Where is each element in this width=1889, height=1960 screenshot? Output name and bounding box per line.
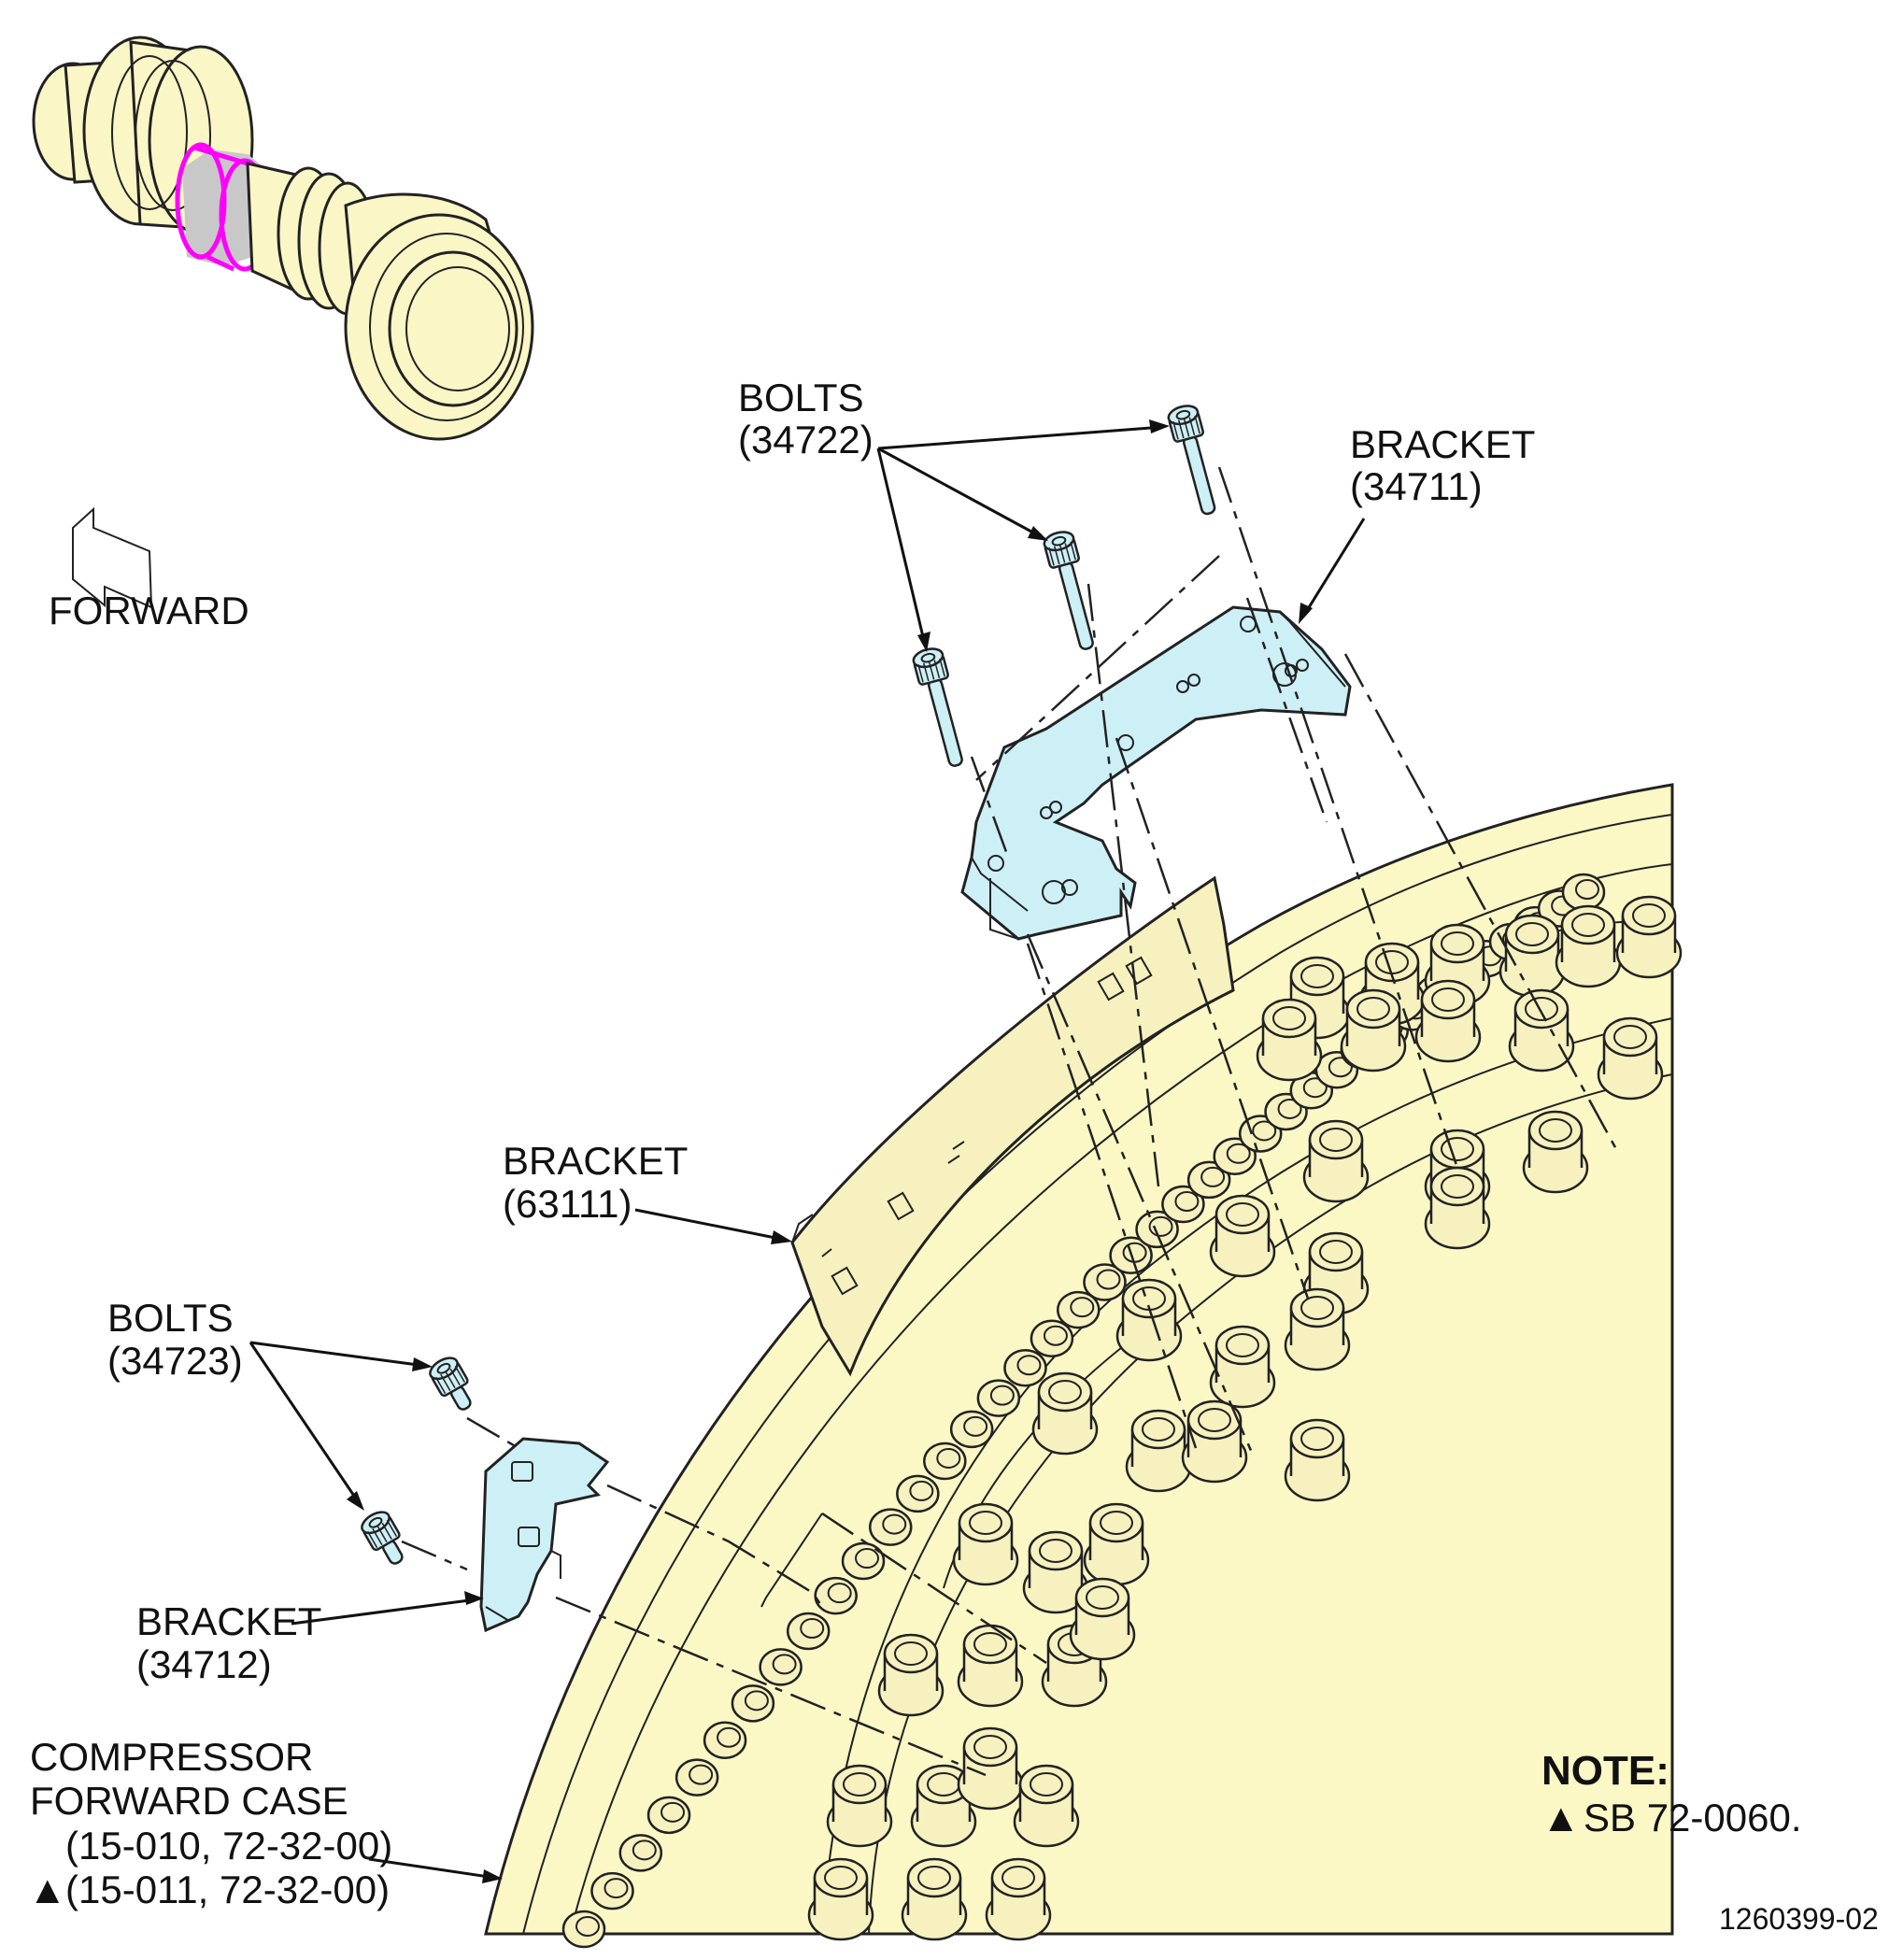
note-title: NOTE: bbox=[1541, 1748, 1669, 1794]
bolt bbox=[1167, 405, 1216, 516]
flange-bolt-head bbox=[896, 1474, 940, 1513]
callout-ref: (34712) bbox=[136, 1642, 272, 1686]
note-block: NOTE: ▲ SB 72-0060. bbox=[1541, 1748, 1802, 1839]
case-boss bbox=[957, 1726, 1024, 1811]
callout-ref: (34723) bbox=[107, 1339, 243, 1383]
flange-bolt-head bbox=[561, 1910, 606, 1949]
flange-bolt-head bbox=[976, 1379, 1021, 1417]
case-boss bbox=[952, 1502, 1019, 1586]
sb-marker-icon: ▲ bbox=[28, 1868, 67, 1911]
flange-bolt-head bbox=[759, 1648, 802, 1686]
flange-bolt-head bbox=[646, 1796, 691, 1835]
case-boss bbox=[957, 1624, 1024, 1708]
case-boss bbox=[1284, 1418, 1351, 1502]
callout-ref-line2: (15-011, 72-32-00) bbox=[65, 1868, 390, 1911]
case-boss bbox=[877, 1633, 944, 1717]
flange-bolt-head bbox=[786, 1612, 831, 1651]
case-boss bbox=[1181, 1399, 1248, 1484]
callout-ref-line1: (15-010, 72-32-00) bbox=[65, 1824, 392, 1868]
case-boss bbox=[1424, 1166, 1491, 1250]
flange-bolt-head bbox=[949, 1410, 994, 1449]
case-boss bbox=[910, 1764, 977, 1848]
callout-ref: (63111) bbox=[503, 1182, 632, 1226]
callout-bracket-63111: BRACKET (63111) bbox=[503, 1139, 688, 1226]
case-boss bbox=[985, 1857, 1052, 1941]
bolt bbox=[1043, 531, 1094, 650]
flange-bolt-head bbox=[1003, 1348, 1047, 1387]
flange-bolt-head bbox=[1057, 1290, 1101, 1329]
case-boss bbox=[1414, 979, 1482, 1063]
case-boss bbox=[1031, 1371, 1099, 1456]
callout-compressor-forward-case: COMPRESSOR FORWARD CASE (15-010, 72-32-0… bbox=[28, 1735, 392, 1911]
flange-bolt-head bbox=[923, 1442, 967, 1481]
case-boss bbox=[1302, 1119, 1370, 1203]
case-bosses bbox=[807, 895, 1683, 1941]
bolt bbox=[429, 1356, 472, 1411]
flange-bolt-head bbox=[1186, 1160, 1231, 1200]
forward-label: FORWARD bbox=[49, 589, 249, 632]
explosion-lines bbox=[401, 466, 1618, 1777]
bracket-63111 bbox=[790, 875, 1235, 1377]
flange-bolt-head bbox=[814, 1576, 858, 1615]
case-boss bbox=[826, 1764, 893, 1848]
case-boss bbox=[1615, 895, 1683, 979]
callout-name: BOLTS bbox=[738, 376, 864, 419]
case-boss bbox=[901, 1857, 968, 1941]
callout-name: BOLTS bbox=[107, 1296, 234, 1340]
case-boss bbox=[1284, 1287, 1351, 1371]
flange-bolt-head bbox=[590, 1871, 634, 1910]
case-boss bbox=[1013, 1764, 1080, 1848]
callout-name: BRACKET bbox=[136, 1599, 321, 1643]
case-boss bbox=[1508, 988, 1575, 1072]
flange-bolt-head bbox=[703, 1721, 747, 1759]
callout-bolts-34722: BOLTS (34722) bbox=[738, 376, 873, 462]
callout-name-line1: COMPRESSOR bbox=[30, 1735, 313, 1779]
case-boss bbox=[807, 1857, 874, 1941]
case-boss bbox=[1125, 1409, 1192, 1493]
flange-bolt-head bbox=[1561, 873, 1606, 912]
figure-id: 1260399-02 bbox=[1719, 1902, 1879, 1936]
case-boss bbox=[1256, 998, 1323, 1082]
flange-bolt-head bbox=[868, 1508, 913, 1546]
callout-ref: (34722) bbox=[738, 418, 873, 462]
case-boss bbox=[1597, 1016, 1664, 1101]
bolt bbox=[912, 647, 963, 767]
case-boss bbox=[1555, 904, 1622, 988]
case-boss bbox=[1083, 1502, 1150, 1586]
bracket-34712 bbox=[479, 1437, 610, 1633]
flange-bolt-head bbox=[618, 1834, 663, 1872]
callout-bracket-34712: BRACKET (34712) bbox=[136, 1599, 321, 1686]
flange-bolt-head bbox=[1213, 1137, 1257, 1176]
sb-marker-icon: ▲ bbox=[1541, 1796, 1581, 1839]
bracket-34711 bbox=[960, 605, 1352, 941]
bolt bbox=[361, 1511, 404, 1565]
flange-bolt-head bbox=[1135, 1210, 1179, 1249]
flange-bolt-head bbox=[1161, 1185, 1205, 1224]
leader-lines bbox=[249, 419, 1366, 1883]
callout-name: BRACKET bbox=[1350, 422, 1535, 466]
callout-bolts-34723: BOLTS (34723) bbox=[107, 1296, 243, 1383]
case-boss bbox=[1522, 1110, 1589, 1194]
flange-bolt-head bbox=[841, 1541, 886, 1581]
flange-bolt-head bbox=[731, 1684, 775, 1723]
bolts bbox=[361, 405, 1216, 1565]
flange-bolt-head bbox=[1083, 1263, 1127, 1301]
case-boss bbox=[1069, 1577, 1136, 1661]
forward-arrow-icon bbox=[72, 506, 153, 609]
flange-bolt-head bbox=[1030, 1319, 1074, 1358]
case-boss bbox=[1209, 1194, 1276, 1278]
callout-name-line2: FORWARD CASE bbox=[30, 1779, 348, 1823]
callout-name: BRACKET bbox=[503, 1139, 688, 1183]
case-boss bbox=[1115, 1278, 1183, 1362]
flange-bolt-head bbox=[675, 1758, 719, 1797]
case-boss bbox=[1340, 988, 1407, 1072]
callout-bracket-34711: BRACKET (34711) bbox=[1350, 422, 1535, 508]
case-boss bbox=[1209, 1325, 1276, 1409]
callout-ref: (34711) bbox=[1350, 464, 1483, 508]
note-text: SB 72-0060. bbox=[1584, 1796, 1802, 1839]
case-boss bbox=[1022, 1530, 1089, 1614]
engine-locator-illustration bbox=[32, 36, 534, 441]
